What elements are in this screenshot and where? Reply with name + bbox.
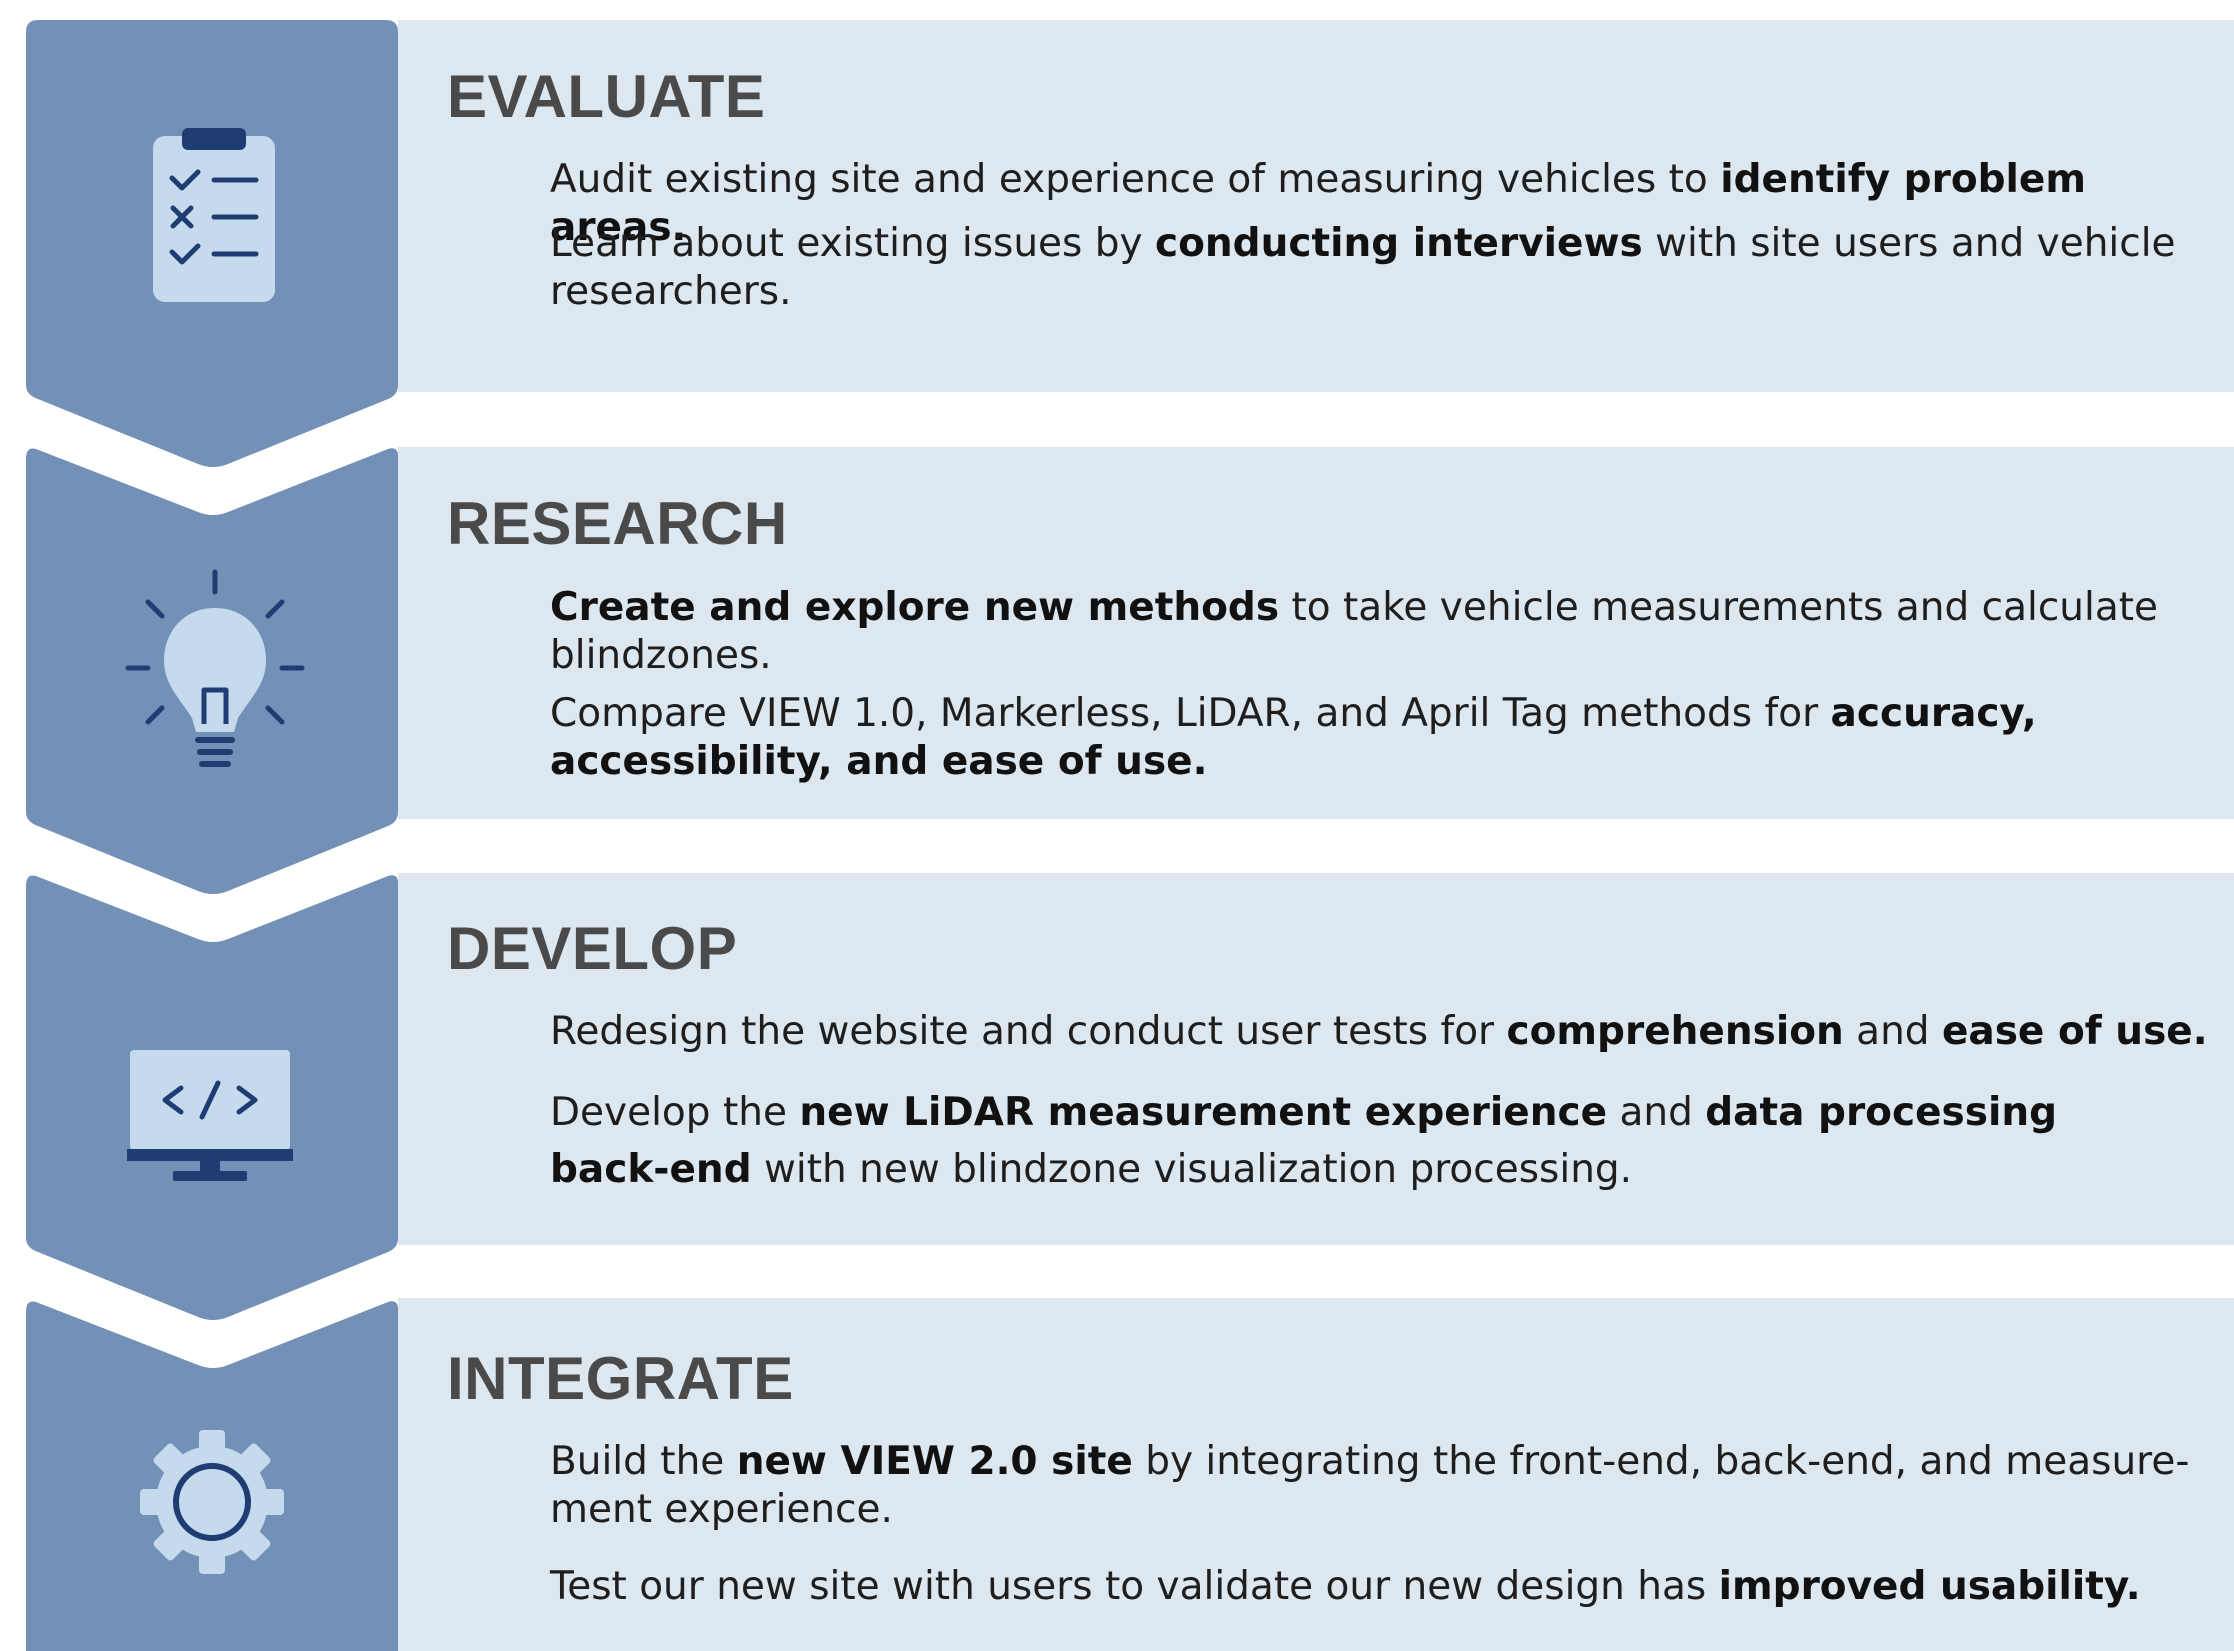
body-text: Audit existing site and experience of me… <box>550 157 1721 202</box>
research-description-2: Compare VIEW 1.0, Markerless, LiDAR, and… <box>550 690 2210 785</box>
integrate-panel <box>398 1298 2234 1651</box>
evaluate-description-2: Learn about existing issues by conductin… <box>550 220 2210 315</box>
emphasis-text: new VIEW 2.0 site <box>736 1439 1133 1484</box>
body-text: Develop the <box>550 1090 800 1135</box>
body-text: to take vehicle measurements and calcula… <box>550 585 2159 678</box>
emphasis-text: Create and explore new methods <box>550 585 1280 630</box>
body-text: Learn about existing issues by <box>550 221 1155 266</box>
body-text: Redesign the website and conduct user te… <box>550 1009 1507 1054</box>
stage-title-evaluate: EVALUATE <box>447 63 766 130</box>
body-text: with new blindzone visualization process… <box>751 1146 1633 1192</box>
emphasis-text: conducting interviews <box>1155 221 1643 266</box>
research-description-1: Create and explore new methods to take v… <box>550 584 2210 679</box>
body-text: by integrating the front-end, back-end, … <box>550 1439 2190 1532</box>
gear-icon <box>140 1430 284 1574</box>
develop-description-2: Develop the new LiDAR measurement experi… <box>550 1085 2110 1198</box>
evaluate-panel <box>398 20 2234 392</box>
develop-panel <box>398 873 2234 1245</box>
research-panel <box>398 447 2234 819</box>
integrate-description-1: Build the new VIEW 2.0 site by integrati… <box>550 1438 2210 1533</box>
body-text: Test our new site with users to validate… <box>550 1564 1719 1609</box>
emphasis-text: comprehension <box>1506 1009 1844 1054</box>
clipboard-checklist-icon <box>153 128 275 302</box>
body-text: and <box>1843 1009 1942 1054</box>
stage-title-integrate: INTEGRATE <box>447 1345 794 1412</box>
stage-title-develop: DEVELOP <box>447 915 738 982</box>
evaluate-description-1: Audit existing site and experience of me… <box>550 156 2210 251</box>
emphasis-text: identify problem areas. <box>550 157 2086 250</box>
emphasis-text: data processing back-end <box>550 1090 2058 1192</box>
emphasis-text: new LiDAR measurement experience <box>799 1090 1608 1135</box>
develop-description-1: Redesign the website and conduct user te… <box>550 1008 2210 1056</box>
body-text: and <box>1607 1090 1706 1135</box>
monitor-code-icon <box>127 1050 293 1181</box>
body-text: with site users and vehicle researchers. <box>550 221 2176 314</box>
emphasis-text: accuracy, accessibility, and ease of use… <box>550 691 2037 784</box>
lightbulb-icon <box>125 569 305 767</box>
emphasis-text: ease of use. <box>1941 1009 2208 1054</box>
integrate-description-2: Test our new site with users to validate… <box>550 1563 2210 1611</box>
body-text: Compare VIEW 1.0, Markerless, LiDAR, and… <box>550 691 1831 736</box>
stage-title-research: RESEARCH <box>447 490 788 557</box>
body-text: Build the <box>550 1439 737 1484</box>
emphasis-text: improved usability. <box>1718 1564 2141 1609</box>
